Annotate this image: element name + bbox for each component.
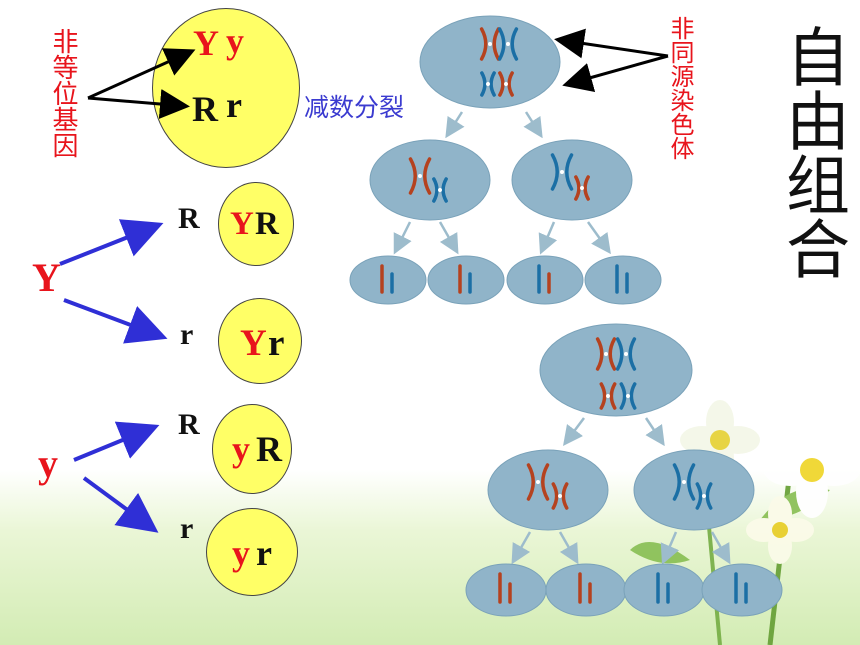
arrow-y-to-R: [73, 421, 160, 462]
branch-label-Y: Y: [32, 255, 61, 300]
gamete-cell-yr: [206, 508, 298, 596]
arrow-bottom-div2-a: [511, 531, 532, 565]
chrom-bottom-parent-1-centromere: [604, 352, 608, 356]
chrom-bottom-right-2-centromere: [702, 494, 706, 498]
arrow-top-div2-d: [586, 221, 611, 255]
gamete-Yr-second: r: [268, 323, 285, 364]
gamete-cell-Yr: [218, 298, 302, 384]
allele-R-bottom: R: [192, 89, 218, 129]
meiosis-label: 减数分裂: [304, 93, 405, 122]
allele-Y-top: Y: [193, 23, 219, 63]
arrow-to-R: [87, 89, 190, 119]
parent-cell-bottom: [539, 323, 693, 417]
chrom-top-parent-3: [480, 71, 496, 97]
gamete-cell-top-1: [349, 255, 427, 305]
chrom-bottom-parent-2-centromere: [624, 352, 628, 356]
gamete-cell-top-4: [584, 255, 662, 305]
chrom-bottom-left-1: [526, 463, 550, 501]
arrow-Y-to-r: [63, 298, 168, 344]
branch-label-r-1: r: [180, 318, 194, 351]
arrow-bottom-div2-d: [710, 531, 731, 565]
gamete-cell-top-2: [427, 255, 505, 305]
allele-r-bottom: r: [226, 85, 242, 125]
daughter-cell-bottom-left: [487, 449, 609, 531]
chrom-top-right-2: [574, 175, 590, 201]
branch-label-R-2: R: [178, 408, 200, 441]
branch-label-R-1: R: [178, 202, 200, 235]
gamete-yR-first: y: [232, 429, 250, 469]
chrom-bottom-right-1: [672, 463, 696, 501]
chrom-top-right-1: [550, 153, 574, 191]
chrom-top-parent-4: [498, 71, 514, 97]
arrow-to-Y: [87, 48, 196, 100]
allele-y-top: y: [226, 21, 244, 61]
gamete-Yr-first: Y: [240, 323, 267, 364]
chrom-bottom-left-2: [551, 482, 569, 510]
gamete-yr-first: y: [232, 533, 250, 573]
arrow-y-to-r: [82, 476, 159, 533]
chrom-bottom-parent-4-centromere: [626, 394, 630, 398]
chrom-bottom-parent-2: [615, 337, 637, 371]
daughter-cell-top-left: [369, 139, 491, 221]
independent-assortment-label: 自由组合: [775, 24, 849, 280]
chrom-bottom-right-2: [695, 482, 713, 510]
chrom-bottom-right-1-centromere: [682, 480, 686, 484]
arrow-to-chrom-top: [554, 28, 669, 59]
non-allelic-genes-label: 非等位基因: [48, 28, 78, 158]
chrom-bottom-parent-3: [599, 382, 617, 410]
arrow-bottom-left-div1: [563, 417, 585, 446]
arrow-bottom-right-div1: [644, 417, 665, 447]
gamete-cell-top-3: [506, 255, 584, 305]
non-homologous-label: 非同源染色体: [666, 16, 694, 160]
chrom-top-right-1-centromere: [560, 170, 564, 174]
chrom-top-right-2-centromere: [580, 186, 584, 190]
gamete-cell-yR: [212, 404, 292, 494]
chrom-top-parent-2-centromere: [506, 42, 510, 46]
parent-cell: [152, 8, 300, 168]
gamete-cell-YR: [218, 182, 294, 266]
chrom-bottom-left-1-centromere: [536, 480, 540, 484]
chrom-top-left-2: [432, 177, 448, 203]
chrom-top-parent-2: [497, 27, 519, 61]
chrom-top-left-2-centromere: [438, 188, 442, 192]
parent-cell-top: [419, 15, 561, 109]
arrow-to-chrom-bottom: [562, 54, 669, 92]
chrom-top-parent-3-centromere: [486, 82, 490, 86]
arrow-top-right-div1: [523, 111, 543, 139]
gamete-cell-bottom-1: [465, 563, 547, 617]
daughter-cell-bottom-right: [633, 449, 755, 531]
chrom-bottom-parent-1: [595, 337, 617, 371]
chrom-top-left-1: [408, 157, 432, 195]
gamete-cell-bottom-2: [545, 563, 627, 617]
chrom-bottom-left-2-centromere: [558, 494, 562, 498]
chrom-top-parent-1-centromere: [488, 42, 492, 46]
arrow-top-left-div1: [445, 111, 465, 139]
arrow-top-div2-b: [438, 221, 459, 255]
chrom-bottom-parent-4: [619, 382, 637, 410]
gamete-yr-second: r: [256, 533, 272, 573]
gamete-YR-second: R: [255, 206, 279, 242]
gamete-yR-second: R: [256, 429, 282, 469]
branch-label-y: y: [38, 441, 58, 486]
arrow-Y-to-R: [59, 219, 164, 266]
gamete-YR-first: Y: [230, 206, 254, 242]
daughter-cell-top-right: [511, 139, 633, 221]
arrow-bottom-div2-b: [558, 531, 579, 565]
arrow-top-div2-a: [393, 221, 412, 255]
chrom-top-parent-4-centromere: [504, 82, 508, 86]
arrow-top-div2-c: [538, 221, 558, 255]
gamete-cell-bottom-3: [623, 563, 705, 617]
gamete-cell-bottom-4: [701, 563, 783, 617]
chrom-bottom-parent-3-centromere: [606, 394, 610, 398]
arrow-bottom-div2-c: [660, 531, 680, 565]
branch-label-r-2: r: [180, 512, 194, 545]
chrom-top-left-1-centromere: [418, 174, 422, 178]
chrom-top-parent-1: [479, 27, 501, 61]
